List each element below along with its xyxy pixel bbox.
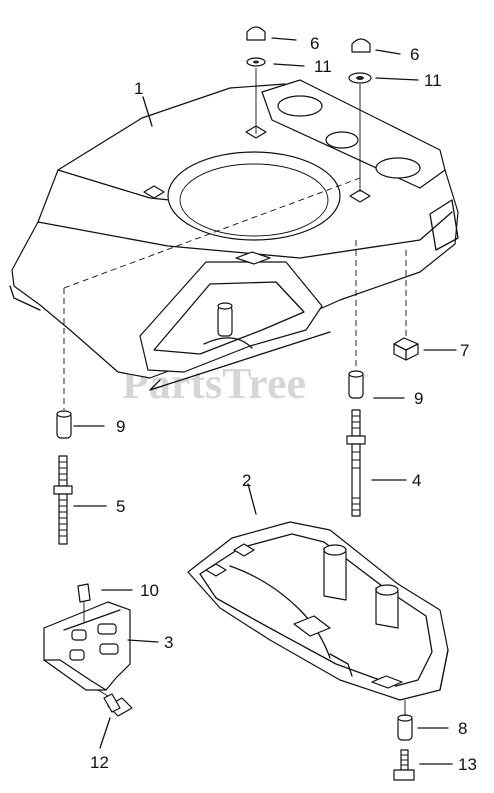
cap-nut-part-right [351, 38, 371, 53]
spacer-part-bottom [397, 714, 413, 741]
stud-part-right [346, 409, 366, 517]
spacer-part-right [348, 370, 364, 399]
callout-9a: 9 [116, 417, 125, 436]
leader-lines [73, 37, 457, 765]
callout-8: 8 [458, 719, 467, 738]
callout-1: 1 [134, 79, 143, 98]
callout-7: 7 [460, 341, 469, 360]
callout-12: 12 [90, 753, 109, 772]
callout-9b: 9 [414, 389, 423, 408]
callout-11b: 11 [424, 71, 442, 90]
housing-base-part [187, 521, 449, 701]
callout-13: 13 [458, 755, 477, 774]
screw-part-bottom [393, 749, 415, 781]
bolt-part [97, 689, 133, 717]
callout-6b: 6 [410, 45, 419, 64]
callout-11a: 11 [314, 57, 332, 76]
clip-part [77, 583, 91, 622]
callout-5: 5 [116, 497, 125, 516]
spacer-part-left [56, 410, 72, 439]
callout-3: 3 [164, 633, 173, 652]
callout-2: 2 [242, 471, 251, 490]
washer-part-left [246, 57, 266, 67]
bracket-part [43, 601, 131, 691]
callout-4: 4 [412, 471, 421, 490]
callout-10: 10 [140, 581, 159, 600]
square-nut-part [393, 337, 419, 361]
watermark-trademark: ™ [360, 372, 369, 382]
stud-part-left [53, 455, 73, 545]
washer-part-right [348, 72, 372, 84]
blower-housing-part [9, 79, 459, 410]
cap-nut-part-left [246, 26, 266, 41]
callout-6a: 6 [310, 34, 319, 53]
